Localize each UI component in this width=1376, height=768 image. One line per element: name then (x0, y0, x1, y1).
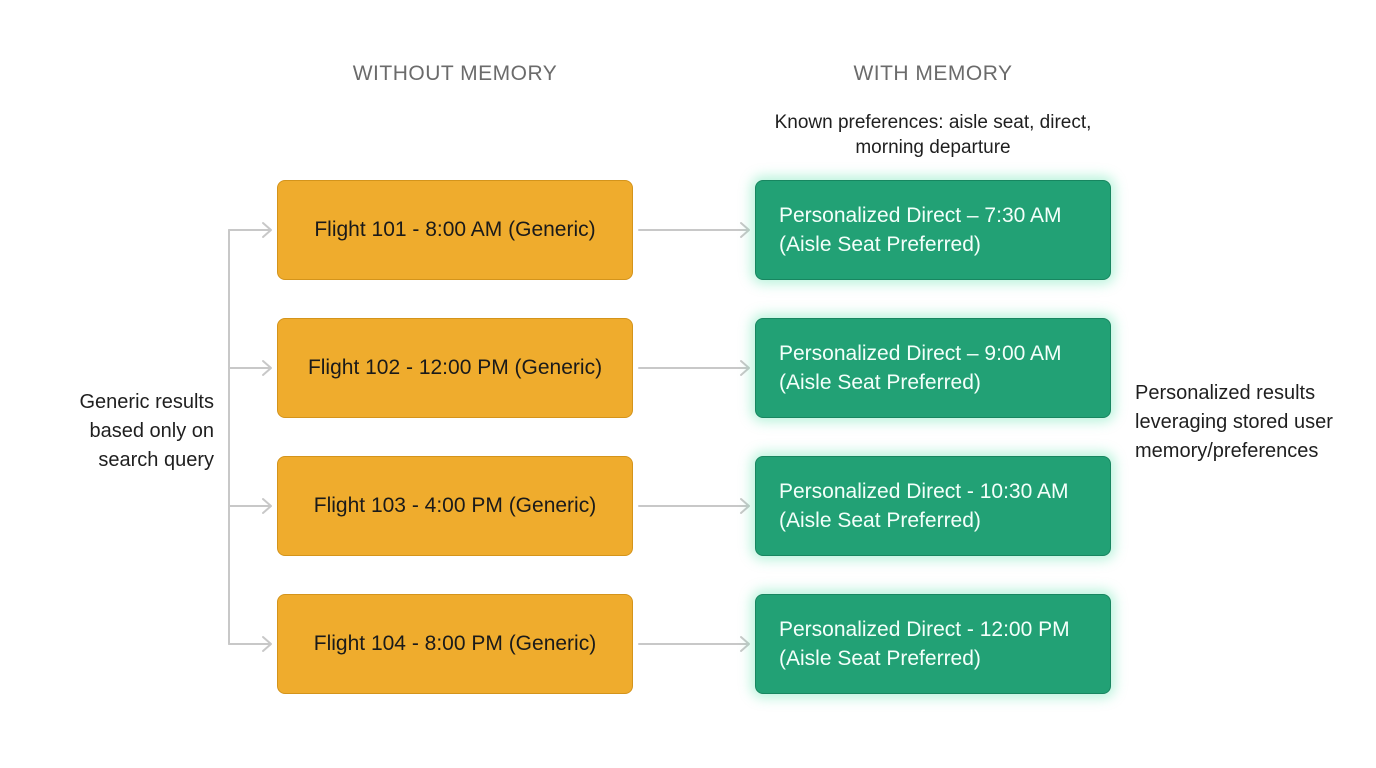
personalized-result-4: Personalized Direct - 12:00 PM (Aisle Se… (755, 594, 1111, 694)
transform-arrowhead-4 (740, 636, 750, 652)
personalized-note-line-3: memory/preferences (1135, 440, 1319, 462)
generic-result-flight-102: Flight 102 - 12:00 PM (Generic) (277, 318, 633, 418)
generic-results-note: Generic results based only on search que… (44, 388, 215, 475)
personalized-result-detail: (Aisle Seat Preferred) (779, 509, 981, 532)
known-preferences-line-1: Known preferences: aisle seat, direct, (774, 112, 1092, 133)
personalized-result-1: Personalized Direct – 7:30 AM (Aisle Sea… (755, 180, 1111, 280)
personalized-result-detail: (Aisle Seat Preferred) (779, 371, 981, 394)
transform-arrowhead-2 (740, 360, 750, 376)
transform-arrowhead-3 (740, 498, 750, 514)
personalized-note-line-2: leveraging stored user (1135, 411, 1333, 433)
known-preferences-note: Known preferences: aisle seat, direct, m… (735, 110, 1131, 160)
generic-result-flight-101: Flight 101 - 8:00 AM (Generic) (277, 180, 633, 280)
generic-note-line-3: search query (98, 449, 214, 471)
personalized-result-3: Personalized Direct - 10:30 AM (Aisle Se… (755, 456, 1111, 556)
personalized-result-title: Personalized Direct - 10:30 AM (779, 480, 1069, 503)
personalized-note-line-1: Personalized results (1135, 382, 1316, 404)
known-preferences-line-2: morning departure (855, 137, 1011, 158)
bracket-arrowhead-4 (262, 636, 272, 652)
transform-arrowhead-1 (740, 222, 750, 238)
personalized-result-2: Personalized Direct – 9:00 AM (Aisle Sea… (755, 318, 1111, 418)
personalized-result-title: Personalized Direct – 9:00 AM (779, 342, 1062, 365)
bracket-arrowhead-2 (262, 360, 272, 376)
personalized-result-title: Personalized Direct – 7:30 AM (779, 204, 1062, 227)
header-without-memory: WITHOUT MEMORY (352, 62, 558, 85)
header-with-memory: WITH MEMORY (853, 62, 1013, 85)
personalized-result-detail: (Aisle Seat Preferred) (779, 647, 981, 670)
generic-result-flight-103: Flight 103 - 4:00 PM (Generic) (277, 456, 633, 556)
generic-result-flight-104: Flight 104 - 8:00 PM (Generic) (277, 594, 633, 694)
bracket-arrowhead-3 (262, 498, 272, 514)
generic-note-line-1: Generic results (79, 391, 215, 413)
personalized-results-note: Personalized results leveraging stored u… (1135, 379, 1360, 466)
generic-note-line-2: based only on (89, 420, 214, 442)
bracket-arrowhead-1 (262, 222, 272, 238)
personalized-result-detail: (Aisle Seat Preferred) (779, 233, 981, 256)
personalized-result-title: Personalized Direct - 12:00 PM (779, 618, 1070, 641)
